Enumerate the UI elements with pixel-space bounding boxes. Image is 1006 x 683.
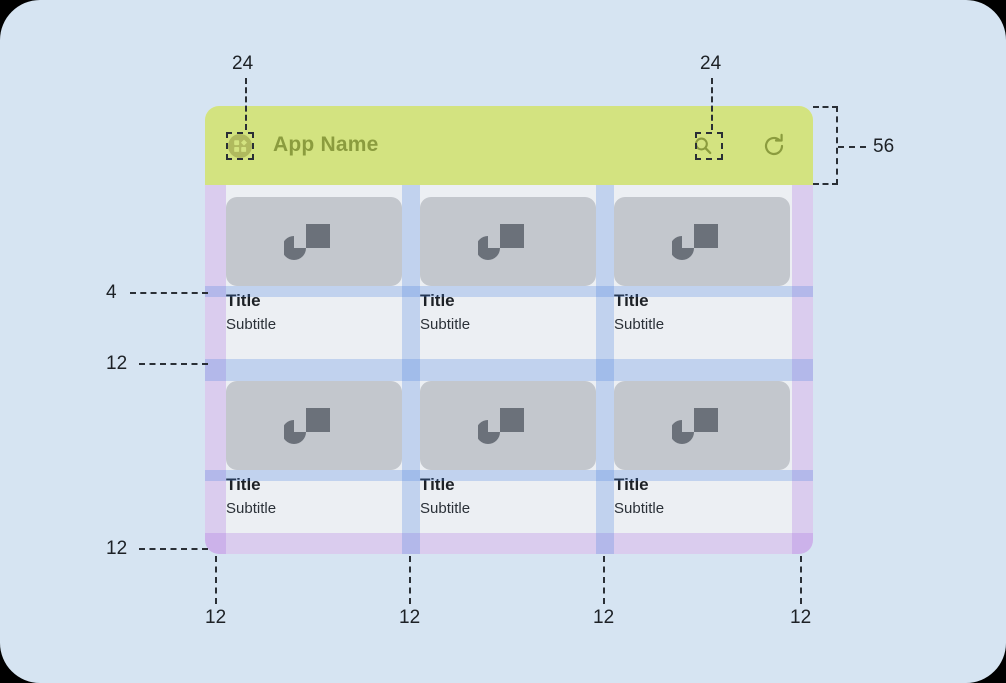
annotation-bottom-margin: 12: [106, 538, 128, 559]
card-media: [420, 197, 596, 286]
icon-measure-box-right: [695, 132, 723, 160]
card-subtitle: Subtitle: [614, 316, 665, 333]
card-media: [226, 381, 402, 470]
image-placeholder-icon: [478, 224, 524, 260]
leader-line-bottom-margin: [139, 548, 208, 550]
card-title: Title: [420, 475, 455, 494]
card-media: [614, 197, 790, 286]
annotation-gutter-1: 12: [205, 607, 227, 628]
card-media: [420, 381, 596, 470]
leader-line-media-title-gap: [130, 292, 208, 294]
annotation-gutter-2: 12: [399, 607, 421, 628]
appbar-height-bracket: [813, 106, 838, 185]
card-subtitle: Subtitle: [614, 500, 665, 517]
image-placeholder-icon: [672, 224, 718, 260]
app-title: App Name: [273, 133, 379, 156]
icon-measure-box-left: [226, 132, 254, 160]
card-media: [226, 197, 402, 286]
card[interactable]: Title Subtitle: [226, 197, 402, 336]
annotation-gutter-3: 12: [593, 607, 615, 628]
annotation-appbar-height: 56: [873, 136, 895, 157]
leader-line-gutter-2: [409, 556, 411, 604]
leader-line-icon-right: [711, 78, 713, 130]
image-placeholder-icon: [284, 224, 330, 260]
card-subtitle: Subtitle: [420, 316, 471, 333]
card[interactable]: Title Subtitle: [420, 381, 596, 520]
card-title: Title: [226, 475, 261, 494]
card-title: Title: [226, 291, 261, 310]
leader-line-gutter-4: [800, 556, 802, 604]
annotation-icon-size-left: 24: [232, 53, 254, 74]
card-text: Title Subtitle: [614, 286, 790, 336]
annotation-gutter-4: 12: [790, 607, 812, 628]
annotation-row-gap: 12: [106, 353, 128, 374]
annotation-media-title-gap: 4: [106, 282, 117, 303]
card-title: Title: [614, 291, 649, 310]
card[interactable]: Title Subtitle: [226, 381, 402, 520]
image-placeholder-icon: [672, 408, 718, 444]
annotation-icon-size-right: 24: [700, 53, 722, 74]
leader-line-gutter-3: [603, 556, 605, 604]
card-title: Title: [420, 291, 455, 310]
app-mockup: App Name: [205, 106, 813, 554]
card[interactable]: Title Subtitle: [614, 197, 790, 336]
card-text: Title Subtitle: [420, 286, 596, 336]
card[interactable]: Title Subtitle: [420, 197, 596, 336]
card-media: [614, 381, 790, 470]
card[interactable]: Title Subtitle: [614, 381, 790, 520]
card-text: Title Subtitle: [420, 470, 596, 520]
card-grid: Title Subtitle Title Subtitle: [205, 185, 813, 554]
leader-line-gutter-1: [215, 556, 217, 604]
refresh-button[interactable]: [761, 133, 787, 159]
refresh-icon: [764, 133, 784, 156]
card-subtitle: Subtitle: [226, 316, 277, 333]
leader-line-icon-left: [245, 78, 247, 130]
card-text: Title Subtitle: [226, 286, 402, 336]
card-text: Title Subtitle: [226, 470, 402, 520]
image-placeholder-icon: [284, 408, 330, 444]
leader-line-appbar-height: [838, 146, 866, 148]
card-subtitle: Subtitle: [226, 500, 277, 517]
image-placeholder-icon: [478, 408, 524, 444]
leader-line-row-gap: [139, 363, 208, 365]
card-title: Title: [614, 475, 649, 494]
card-text: Title Subtitle: [614, 470, 790, 520]
card-subtitle: Subtitle: [420, 500, 471, 517]
